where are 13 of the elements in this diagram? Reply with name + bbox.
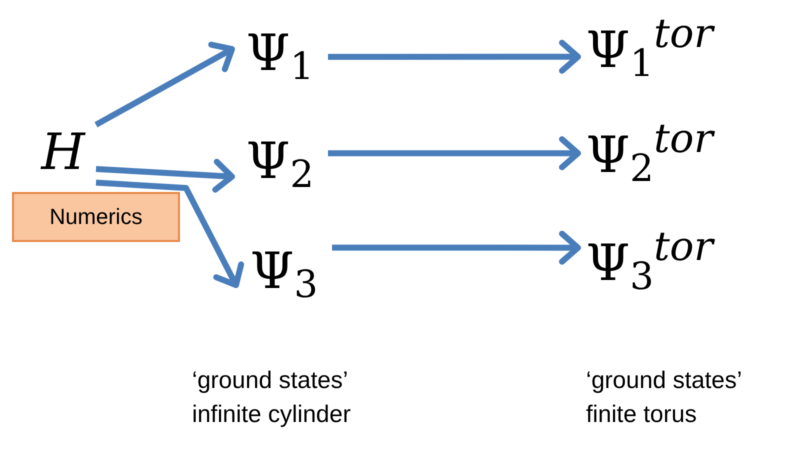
- math-label: Ψ$_{1}$: [232, 14, 328, 92]
- variable-label: H: [30, 118, 96, 186]
- arrow: [94, 42, 235, 128]
- arrow: [328, 40, 581, 74]
- math-label: Ψ$_{2}$: [232, 122, 328, 200]
- caption-text: ‘ground states’ finite torus: [586, 366, 742, 430]
- arrow: [96, 158, 235, 193]
- arrow: [96, 180, 244, 288]
- process-box: Numerics: [12, 192, 180, 242]
- arrow: [332, 230, 581, 265]
- math-label: Ψ$_{3}$: [236, 232, 332, 310]
- caption-text: ‘ground states’ infinite cylinder: [192, 366, 352, 430]
- arrow: [328, 136, 581, 170]
